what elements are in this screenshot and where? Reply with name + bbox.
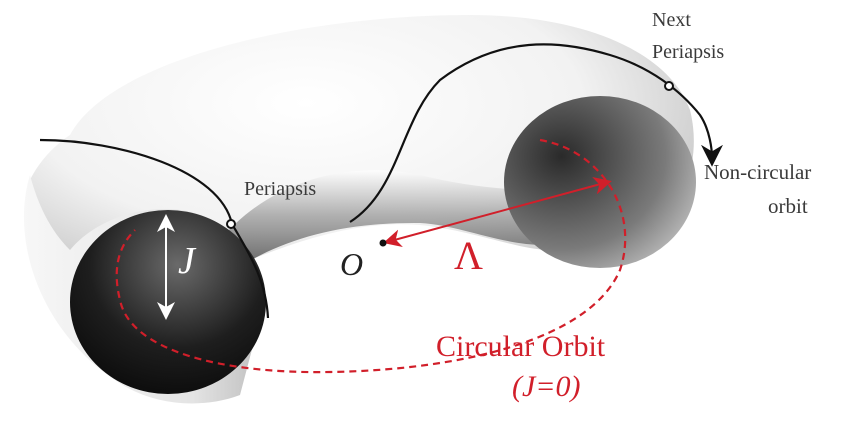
noncircular-orbit-label-line2: orbit bbox=[768, 194, 808, 218]
circular-orbit-curve bbox=[115, 138, 627, 374]
circular-orbit-label: Circular Orbit bbox=[436, 330, 606, 363]
periapsis-label: Periapsis bbox=[244, 178, 317, 200]
left-cross-section bbox=[70, 210, 266, 394]
lambda-symbol: Λ bbox=[454, 233, 484, 278]
origin-symbol: O bbox=[340, 246, 364, 282]
periapsis-marker bbox=[226, 219, 236, 229]
origin-point bbox=[379, 239, 387, 247]
right-cross-section bbox=[504, 96, 696, 268]
noncircular-orbit-curve bbox=[39, 138, 270, 319]
next-periapsis-label-line2: Periapsis bbox=[652, 41, 725, 63]
next-periapsis-marker bbox=[664, 81, 674, 91]
circular-orbit-condition: (J=0) bbox=[512, 370, 581, 403]
noncircular-orbit-curve-upper bbox=[349, 43, 723, 223]
noncircular-orbit-label-line1: Non-circular bbox=[704, 160, 812, 184]
lambda-arrow bbox=[383, 176, 612, 248]
j-symbol: J bbox=[178, 240, 195, 282]
next-periapsis-label-line1: Next bbox=[652, 9, 691, 31]
